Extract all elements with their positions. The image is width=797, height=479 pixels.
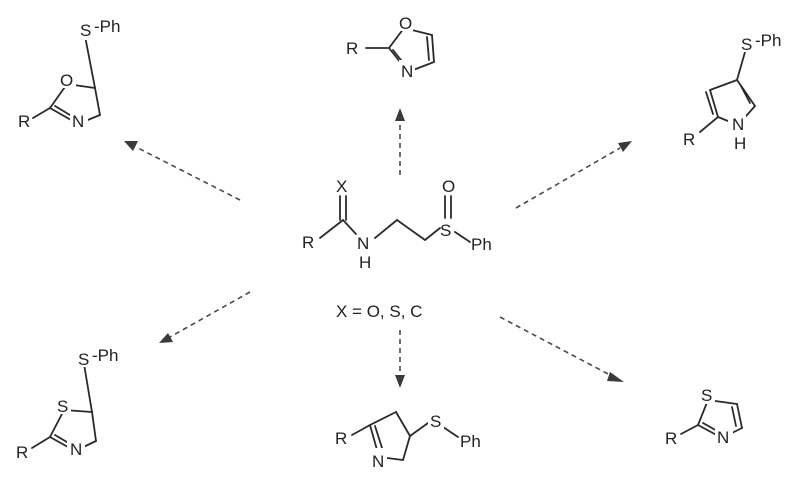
pyrroline-bond-c2-c3: [369, 411, 397, 426]
h-label-center: H: [359, 253, 371, 272]
oxazoline-s-mask: [78, 21, 94, 40]
pyrrole-bond-s: [736, 51, 746, 81]
pyrrole-s-mask: [738, 33, 754, 52]
thiazoline-bond-c2-s: [49, 409, 65, 438]
pyrrole-h-label: H: [734, 134, 746, 153]
pyrrole-bond-r: [699, 116, 719, 133]
oxazoline-o-label: O: [60, 71, 73, 90]
arrow-to-oxazole-head: [395, 108, 405, 121]
arrow-to-thiazoline: [169, 291, 251, 338]
pyrroline-bond-r: [351, 424, 371, 436]
pyrrole-bond-c4-c5: [736, 79, 756, 107]
pyrrole-double-c2-c3: [705, 91, 714, 115]
oxazole-n-mask: [399, 60, 415, 78]
arrow-to-oxazoline: [135, 146, 241, 201]
pyrroline-n-mask: [369, 448, 387, 468]
product-oxazole: O N R: [346, 13, 435, 81]
oxazoline-o-mask: [58, 69, 76, 88]
arrow-to-thiazole-head: [607, 372, 624, 382]
pyrrole-n-label: N: [732, 115, 744, 134]
oxazoline-bond-r: [32, 107, 51, 119]
starting-material: X R N H S O Ph X = O, S, C: [302, 177, 492, 321]
oxazoline-bond-c5-c4: [94, 87, 101, 116]
pyrroline-s-label: S: [430, 412, 441, 431]
ph-label-center: Ph: [471, 235, 492, 254]
arrow-to-pyrrole: [515, 147, 621, 209]
r-label-center: R: [302, 233, 314, 252]
product-pyrrole: N H R S -Ph: [683, 31, 781, 153]
oxazoline-bond-s: [84, 35, 96, 89]
oxazole-n-label: N: [401, 62, 413, 81]
thiazole-s-label: S: [701, 386, 712, 405]
oxazole-double-c5-c4: [426, 36, 430, 61]
product-thiazole: S N R: [665, 384, 743, 448]
n-c-bond: [374, 219, 398, 239]
pyrrole-r-label: R: [683, 130, 695, 149]
c-n-bond: [342, 219, 357, 235]
thiazoline-bond-c5-c4: [91, 411, 97, 442]
thiazole-n-mask: [715, 425, 733, 445]
thiazole-bond-c5-c4: [736, 403, 743, 429]
n-label-center: N: [357, 234, 369, 253]
oxazole-bond-c5-c4: [431, 34, 435, 63]
pyrrole-ph-label: -Ph: [755, 31, 781, 50]
arrow-to-thiazole: [499, 316, 613, 377]
thiazole-n-label: N: [717, 428, 729, 447]
oxazole-bond-c2-o: [388, 27, 405, 49]
pyrrole-bond-c2-c3: [709, 89, 719, 118]
pyrroline-bond-c3-c4: [395, 411, 411, 437]
thiazoline-bond-r: [31, 436, 51, 449]
oxazole-r-label: R: [346, 39, 358, 58]
r-c-bond: [319, 219, 344, 239]
c-c-bond: [396, 219, 426, 241]
thiazoline-n-label: N: [70, 440, 82, 459]
thiazole-bond-c2-s: [697, 399, 709, 426]
pyrroline-ph-label: Ph: [460, 432, 481, 451]
pyrrole-double-c4-c5: [740, 85, 751, 104]
pyrrole-bond-c3-c4: [709, 79, 738, 91]
arrow-to-pyrrole-head: [618, 141, 632, 152]
arrow-to-thiazoline-head: [159, 333, 173, 343]
oxazoline-n-label: N: [72, 112, 84, 131]
oxazole-o-mask: [397, 13, 413, 31]
arrow-to-oxazoline-head: [124, 141, 138, 151]
pyrroline-s-mask: [428, 410, 444, 429]
thiazoline-s-ring-label: S: [57, 397, 68, 416]
oxazoline-s-label: S: [80, 21, 91, 40]
pyrrole-n-mask: [728, 113, 746, 131]
oxazoline-r-label: R: [18, 112, 30, 131]
thiazole-r-label: R: [665, 429, 677, 448]
c-s-bond: [424, 227, 441, 241]
thiazole-s-mask: [699, 384, 715, 404]
product-oxazoline: O N R S -Ph: [18, 17, 120, 131]
oxazoline-ph-label: -Ph: [94, 17, 120, 36]
thiazole-double-c5-c4: [731, 406, 737, 427]
pyrroline-bond-s: [409, 422, 429, 437]
reaction-arrows: [124, 108, 632, 388]
oxazoline-n-mask: [70, 110, 88, 129]
pyrroline-bond-c4-c5: [402, 435, 411, 461]
thiazoline-s-ring-mask: [55, 394, 71, 414]
o-label-center: O: [442, 177, 455, 196]
arrow-to-pyrroline-head: [395, 375, 405, 388]
thiazole-bond-r: [680, 424, 699, 435]
pyrroline-double-bond: [374, 425, 384, 452]
pyrroline-r-label: R: [335, 429, 347, 448]
thiazoline-s-mask: [76, 348, 92, 367]
thiazoline-s-label: S: [78, 350, 89, 369]
product-thiazoline: S N R S -Ph: [16, 346, 118, 462]
x-atom-label: X: [336, 177, 347, 196]
pyrrole-s-label: S: [741, 35, 752, 54]
x-condition-label: X = O, S, C: [336, 302, 422, 321]
product-pyrroline: R N S Ph: [335, 410, 481, 471]
thiazoline-bond-s: [83, 363, 93, 413]
pyrroline-n-label: N: [372, 452, 384, 471]
oxazole-o-label: O: [399, 14, 412, 33]
thiazoline-ph-label: -Ph: [92, 346, 118, 365]
thiazoline-n-mask: [67, 437, 85, 457]
thiazoline-r-label: R: [16, 443, 28, 462]
s-ph-bond: [454, 231, 471, 243]
s-label-center: S: [440, 221, 451, 240]
